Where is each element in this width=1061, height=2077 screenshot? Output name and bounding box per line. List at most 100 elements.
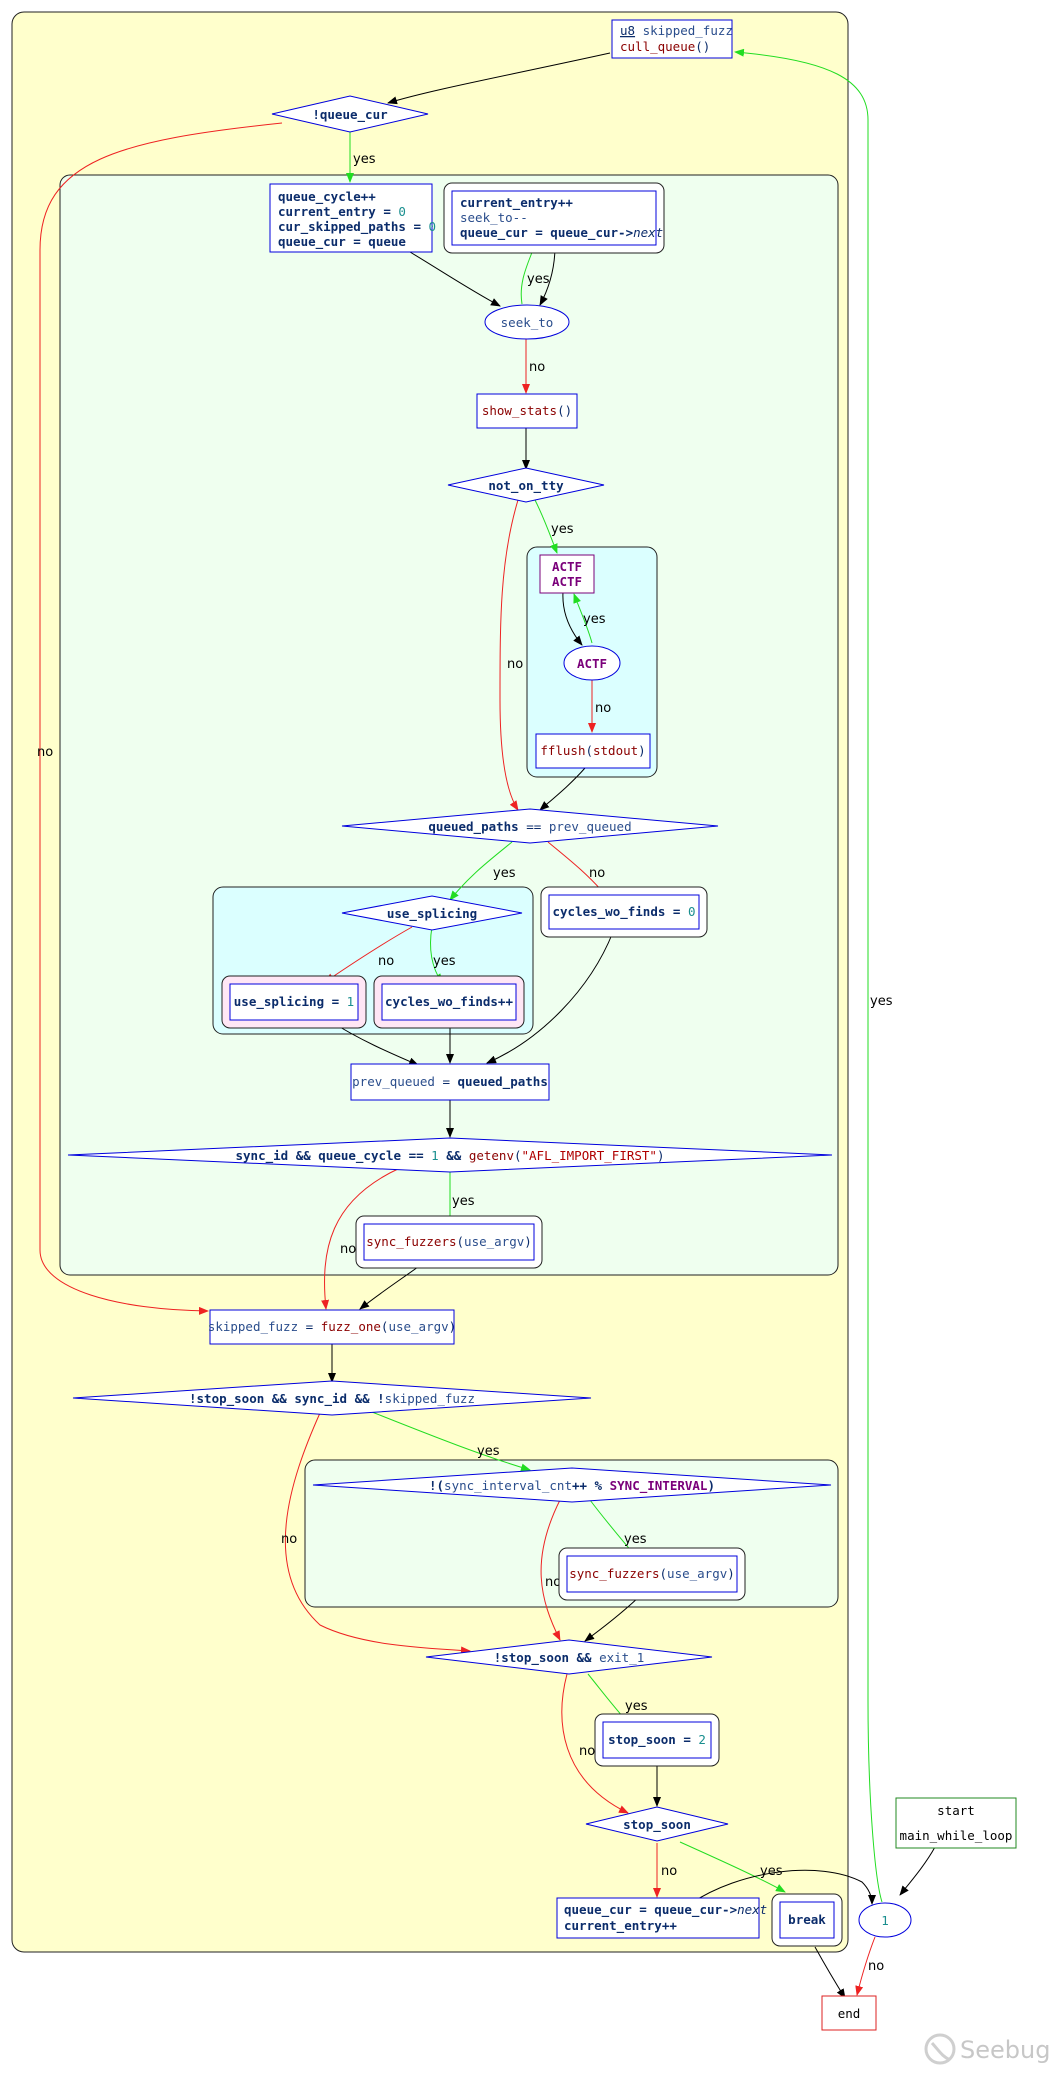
- edge-tty-no: [499, 499, 519, 811]
- svg-text:fflush(stdout): fflush(stdout): [540, 743, 645, 758]
- cull-queue-node: u8 skipped_fuzz cull_queue(): [611, 19, 733, 59]
- svg-text:sync_fuzzers(use_argv): sync_fuzzers(use_argv): [569, 1566, 735, 1581]
- label-yes: yes: [477, 1444, 500, 1459]
- edge-ss-yes: [679, 1841, 786, 1893]
- edge-actf-to-cond: [562, 591, 583, 646]
- label-yes: yes: [551, 522, 574, 537]
- svg-text:sync_id && queue_cycle == 1 &&: sync_id && queue_cycle == 1 && getenv("A…: [236, 1148, 665, 1164]
- label-yes: yes: [527, 272, 550, 287]
- edge-break-to-end: [814, 1946, 846, 1999]
- svg-text:u8 skipped_fuzz: u8 skipped_fuzz: [620, 23, 733, 38]
- current-entry-node: current_entry++ seek_to-- queue_cur = qu…: [443, 182, 665, 254]
- edge-actfcond-yes: [573, 593, 593, 644]
- queue-cur-condition: !queue_cur: [271, 95, 429, 133]
- label-yes: yes: [433, 954, 456, 969]
- label-no: no: [868, 1959, 884, 1974]
- svg-text:queue_cur = queue_cur->next: queue_cur = queue_cur->next: [564, 1902, 767, 1918]
- svg-text:prev_queued = queued_paths: prev_queued = queued_paths: [352, 1074, 548, 1090]
- svg-text:skipped_fuzz = fuzz_one(use_ar: skipped_fuzz = fuzz_one(use_argv): [208, 1319, 456, 1334]
- edge-sync-no: [321, 1167, 401, 1310]
- svg-text:break: break: [788, 1912, 826, 1927]
- edge-qp-yes: [449, 841, 513, 901]
- svg-text:cull_queue(): cull_queue(): [620, 39, 710, 54]
- label-no: no: [37, 745, 53, 760]
- svg-text:use_splicing = 1: use_splicing = 1: [234, 994, 354, 1010]
- label-no: no: [661, 1864, 677, 1879]
- label-no: no: [545, 1575, 561, 1590]
- actf-condition: ACTF: [563, 645, 621, 681]
- edge-cull-to-queuecur: [387, 52, 611, 105]
- svg-text:queue_cycle++: queue_cycle++: [278, 189, 376, 205]
- stop-soon-set-node: stop_soon = 2: [594, 1713, 720, 1767]
- use-splicing-condition: use_splicing: [341, 895, 523, 931]
- label-no: no: [281, 1532, 297, 1547]
- prev-queued-node: prev_queued = queued_paths: [350, 1063, 550, 1101]
- svg-text:cur_skipped_paths = 0: cur_skipped_paths = 0: [278, 219, 436, 235]
- svg-text:stop_soon = 2: stop_soon = 2: [608, 1732, 706, 1748]
- exit-condition: !stop_soon && exit_1: [425, 1639, 713, 1675]
- svg-text:!(sync_interval_cnt++ % SYNC_I: !(sync_interval_cnt++ % SYNC_INTERVAL): [429, 1478, 715, 1494]
- svg-text:queue_cur = queue: queue_cur = queue: [278, 234, 406, 250]
- label-no: no: [340, 1242, 356, 1257]
- edge-qcycle-to-seekto: [409, 251, 501, 307]
- edge-stop-yes: [371, 1411, 531, 1472]
- svg-text:queued_paths == prev_queued: queued_paths == prev_queued: [428, 819, 631, 835]
- svg-text:!stop_soon && sync_id && !skip: !stop_soon && sync_id && !skipped_fuzz: [189, 1391, 475, 1407]
- label-yes: yes: [583, 612, 606, 627]
- edge-sf2-to-exit: [584, 1595, 641, 1642]
- svg-text:cycles_wo_finds = 0: cycles_wo_finds = 0: [553, 904, 696, 920]
- start-node: start main_while_loop: [895, 1797, 1017, 1849]
- svg-text:not_on_tty: not_on_tty: [488, 478, 564, 494]
- edge-si-no: [540, 1499, 561, 1641]
- actf-node: ACTF ACTF: [539, 554, 595, 594]
- edge-stop-no: [284, 1412, 471, 1655]
- svg-text:!stop_soon && exit_1: !stop_soon && exit_1: [494, 1650, 645, 1666]
- svg-text:current_entry++: current_entry++: [460, 195, 573, 211]
- queued-paths-condition: queued_paths == prev_queued: [341, 808, 719, 844]
- seebug-watermark: Seebug: [924, 2033, 1050, 2065]
- edge-start-to-loop: [899, 1846, 936, 1896]
- queue-next-node: queue_cur = queue_cur->next current_entr…: [556, 1897, 767, 1939]
- sync-first-condition: sync_id && queue_cycle == 1 && getenv("A…: [67, 1137, 833, 1173]
- label-no: no: [589, 866, 605, 881]
- edge-queuecur-no: [39, 122, 283, 1315]
- label-no: no: [579, 1744, 595, 1759]
- svg-text:ACTF: ACTF: [552, 574, 582, 589]
- svg-text:stop_soon: stop_soon: [623, 1817, 691, 1833]
- sync-interval-condition: !(sync_interval_cnt++ % SYNC_INTERVAL): [312, 1467, 832, 1503]
- label-yes: yes: [493, 866, 516, 881]
- break-node: break: [771, 1893, 843, 1947]
- cycles-increment-node: cycles_wo_finds++: [373, 975, 525, 1029]
- stop-soon-condition: stop_soon: [585, 1806, 729, 1842]
- svg-text:sync_fuzzers(use_argv): sync_fuzzers(use_argv): [366, 1234, 532, 1249]
- sync-fuzzers-interval-node: sync_fuzzers(use_argv): [558, 1547, 746, 1601]
- queue-cycle-node: queue_cycle++ current_entry = 0 cur_skip…: [269, 183, 436, 253]
- svg-text:main_while_loop: main_while_loop: [900, 1828, 1013, 1843]
- edge-czero-to-pq: [486, 931, 614, 1064]
- seek-to-node: seek_to: [484, 304, 570, 340]
- svg-text:current_entry = 0: current_entry = 0: [278, 204, 406, 220]
- loop-condition: 1: [858, 1902, 912, 1938]
- use-splicing-set-node: use_splicing = 1: [221, 975, 367, 1029]
- show-stats-node: show_stats(): [476, 393, 578, 429]
- label-no: no: [378, 954, 394, 969]
- svg-text:seek_to--: seek_to--: [460, 210, 528, 225]
- svg-text:start: start: [937, 1803, 975, 1818]
- svg-text:!queue_cur: !queue_cur: [312, 107, 388, 123]
- queue-cycle-cluster: [59, 174, 839, 1276]
- svg-text:ACTF: ACTF: [577, 656, 607, 671]
- svg-text:queue_cur = queue_cur->next: queue_cur = queue_cur->next: [460, 225, 663, 241]
- fflush-node: fflush(stdout): [535, 733, 651, 769]
- svg-text:use_splicing: use_splicing: [387, 906, 477, 922]
- label-yes: yes: [353, 152, 376, 167]
- stop-sync-condition: !stop_soon && sync_id && !skipped_fuzz: [72, 1380, 592, 1416]
- edge-loop-yes: [734, 48, 883, 1903]
- svg-text:show_stats(): show_stats(): [482, 403, 572, 418]
- label-yes: yes: [624, 1532, 647, 1547]
- sync-fuzzers-node: sync_fuzzers(use_argv): [355, 1215, 543, 1269]
- cycles-reset-node: cycles_wo_finds = 0: [540, 886, 708, 938]
- label-yes: yes: [760, 1864, 783, 1879]
- edge-fflush-to-qp: [539, 767, 586, 811]
- end-node: end: [821, 1995, 877, 2031]
